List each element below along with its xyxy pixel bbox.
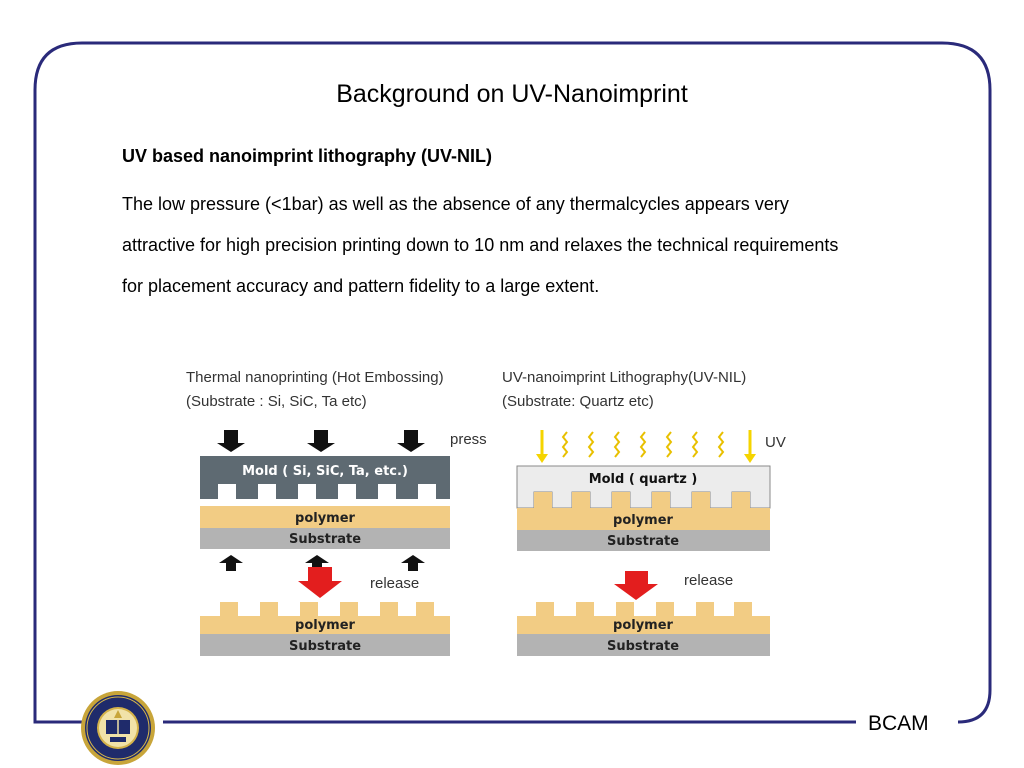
uv-polymer-label-2: polymer: [613, 618, 674, 633]
uv-substrate-label: Substrate: [607, 534, 679, 549]
polymer-imprinted-layer: [200, 602, 450, 634]
polymer-filled-layer: [517, 492, 770, 530]
right-caption-line1: UV-nanoimprint Lithography(UV-NIL): [502, 369, 747, 386]
process-diagram: press Mold ( Si, SiC, Ta, etc.) polymer …: [200, 430, 786, 656]
mold-thermal: [200, 456, 450, 499]
uv-release-arrow-icon: [614, 571, 658, 600]
substrate-layer-2: [200, 634, 450, 656]
release-label: release: [370, 575, 419, 592]
lift-arrow-icon: [219, 555, 425, 571]
uv-polymer-label: polymer: [613, 513, 674, 528]
university-seal-icon: [81, 691, 155, 765]
uv-release-label: release: [684, 572, 733, 589]
left-caption-line2: (Substrate : Si, SiC, Ta etc): [186, 393, 367, 410]
mold-quartz-label: Mold ( quartz ): [589, 472, 698, 487]
polymer-label: polymer: [295, 511, 356, 526]
footer-label: BCAM: [868, 712, 929, 735]
section-heading: UV based nanoimprint lithography (UV-NIL…: [122, 146, 493, 166]
mold-thermal-label: Mold ( Si, SiC, Ta, etc.): [242, 464, 408, 479]
substrate-layer: [200, 528, 450, 549]
body-paragraph: The low pressure (<1bar) as well as the …: [122, 194, 839, 296]
left-caption-line1: Thermal nanoprinting (Hot Embossing): [186, 369, 444, 386]
substrate-label-2: Substrate: [289, 639, 361, 654]
uv-substrate-layer-2: [517, 634, 770, 656]
right-caption-line2: (Substrate: Quartz etc): [502, 393, 654, 410]
press-arrow-icon: [217, 430, 425, 452]
polymer-layer: [200, 506, 450, 528]
release-arrow-icon: [298, 567, 342, 598]
press-label: press: [450, 431, 487, 448]
uv-polymer-imprinted-layer: [517, 602, 770, 634]
uv-substrate-layer: [517, 530, 770, 551]
polymer-label-2: polymer: [295, 618, 356, 633]
slide-title: Background on UV-Nanoimprint: [336, 80, 688, 108]
substrate-label: Substrate: [289, 532, 361, 547]
uv-substrate-label-2: Substrate: [607, 639, 679, 654]
uv-ray-icon: [536, 430, 756, 463]
uv-label: UV: [765, 434, 786, 451]
